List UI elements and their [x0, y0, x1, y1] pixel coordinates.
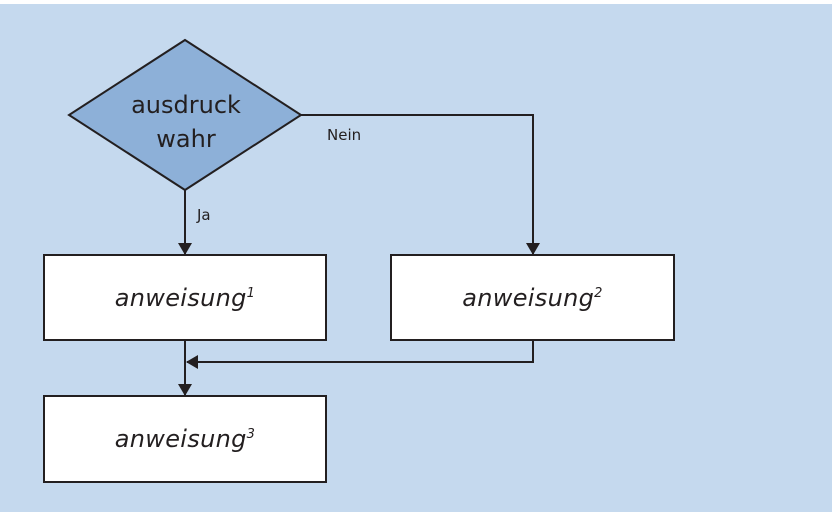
statement-label-1: anweisung1 [114, 283, 256, 312]
no-label: Nein [327, 126, 362, 144]
decision-label: ausdruck wahr [98, 88, 274, 156]
statement-box-2: anweisung2 [390, 254, 675, 341]
no-branch-arrow [301, 114, 540, 255]
statement-box-1: anweisung1 [43, 254, 327, 341]
merge-arrow [186, 340, 534, 369]
decision-line-2: wahr [156, 125, 216, 153]
decision-line-1: ausdruck [131, 91, 241, 119]
statement-box-3: anweisung3 [43, 395, 327, 483]
statement-label-3: anweisung3 [114, 425, 256, 453]
yes-label: Ja [197, 206, 211, 224]
statement-label-2: anweisung2 [462, 283, 603, 312]
